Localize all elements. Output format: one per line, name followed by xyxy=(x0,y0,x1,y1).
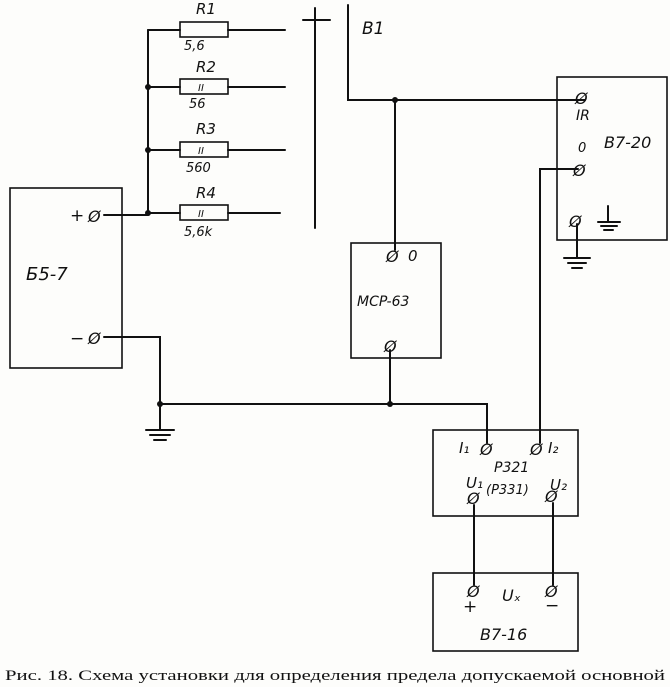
r2-mark: II xyxy=(198,83,204,94)
p321-i2: I₂ xyxy=(548,439,558,457)
supply-plus-terminal-icon: Ø xyxy=(87,207,101,226)
b716-plus: + xyxy=(463,597,477,617)
p321-i1-terminal-icon: Ø xyxy=(479,440,493,459)
p321-u2-terminal-icon: Ø xyxy=(544,487,558,506)
r2-value: 56 xyxy=(189,97,206,112)
switch-label: B1 xyxy=(362,19,384,39)
b720-zero: 0 xyxy=(578,141,586,156)
mcp-terminal-icon: Ø xyxy=(385,247,399,266)
b720-ir-terminal-icon: Ø xyxy=(574,89,588,108)
switch-b1: B1 xyxy=(302,4,586,229)
supply-minus-terminal-icon: Ø xyxy=(87,329,101,348)
voltmeter-b7-16: Ø Ø Uₓ + − В7-16 xyxy=(432,572,579,652)
r3-label: R3 xyxy=(196,120,216,138)
resistor-r3: II R3 560 xyxy=(147,120,286,176)
mcp-name: MCP-63 xyxy=(357,294,409,310)
b716-name: В7-16 xyxy=(480,625,527,644)
r4-mark: II xyxy=(198,209,204,220)
mcp-bottom-terminal-icon: Ø xyxy=(383,337,397,356)
b716-minus: − xyxy=(545,596,559,616)
p321-note: (P331) xyxy=(486,483,529,498)
r3-mark: II xyxy=(198,146,204,157)
p321-name: P321 xyxy=(494,460,529,476)
b716-ux: Uₓ xyxy=(502,586,521,605)
supply-minus: − xyxy=(70,329,84,349)
r1-label: R1 xyxy=(196,0,216,18)
ground-icon xyxy=(145,403,175,441)
p321-u1: U₁ xyxy=(466,474,483,492)
b720-name: В7-20 xyxy=(604,133,651,152)
supply-b5-7: Б5-7 + Ø − Ø xyxy=(9,187,161,405)
resistor-r2: II R2 56 xyxy=(147,58,286,112)
b716-minus-terminal-icon: Ø xyxy=(544,582,558,601)
resistor-r4: II R4 5,6k xyxy=(147,184,281,240)
p321-u1-terminal-icon: Ø xyxy=(466,489,480,508)
mcp-zero: 0 xyxy=(408,247,418,265)
voltmeter-b7-20: Ø IR В7-20 0 Ø Ø xyxy=(539,76,668,444)
supply-name: Б5-7 xyxy=(26,264,68,285)
r3-value: 560 xyxy=(186,161,211,176)
resistor-r1: R1 5,6 xyxy=(147,0,286,54)
r1-value: 5,6 xyxy=(184,39,205,54)
b720-ir-label: IR xyxy=(576,108,590,124)
p321-u2: U₂ xyxy=(550,476,567,494)
bridge-p321: I₁ Ø Ø I₂ P321 U₁ (P331) U₂ Ø Ø xyxy=(432,429,579,586)
r4-label: R4 xyxy=(196,184,216,202)
b720-zero-terminal-icon: Ø xyxy=(572,161,586,180)
figure-caption: Рис. 18. Схема установки для определения… xyxy=(5,668,665,684)
r4-value: 5,6k xyxy=(184,225,213,240)
mcp-63: MCP-63 Ø 0 Ø xyxy=(350,99,442,405)
supply-plus: + xyxy=(70,206,84,226)
b720-gnd-terminal-icon: Ø xyxy=(568,212,582,231)
r2-label: R2 xyxy=(196,58,216,76)
p321-i1: I₁ xyxy=(459,439,469,457)
b716-plus-terminal-icon: Ø xyxy=(466,582,480,601)
p321-i2-terminal-icon: Ø xyxy=(529,440,543,459)
